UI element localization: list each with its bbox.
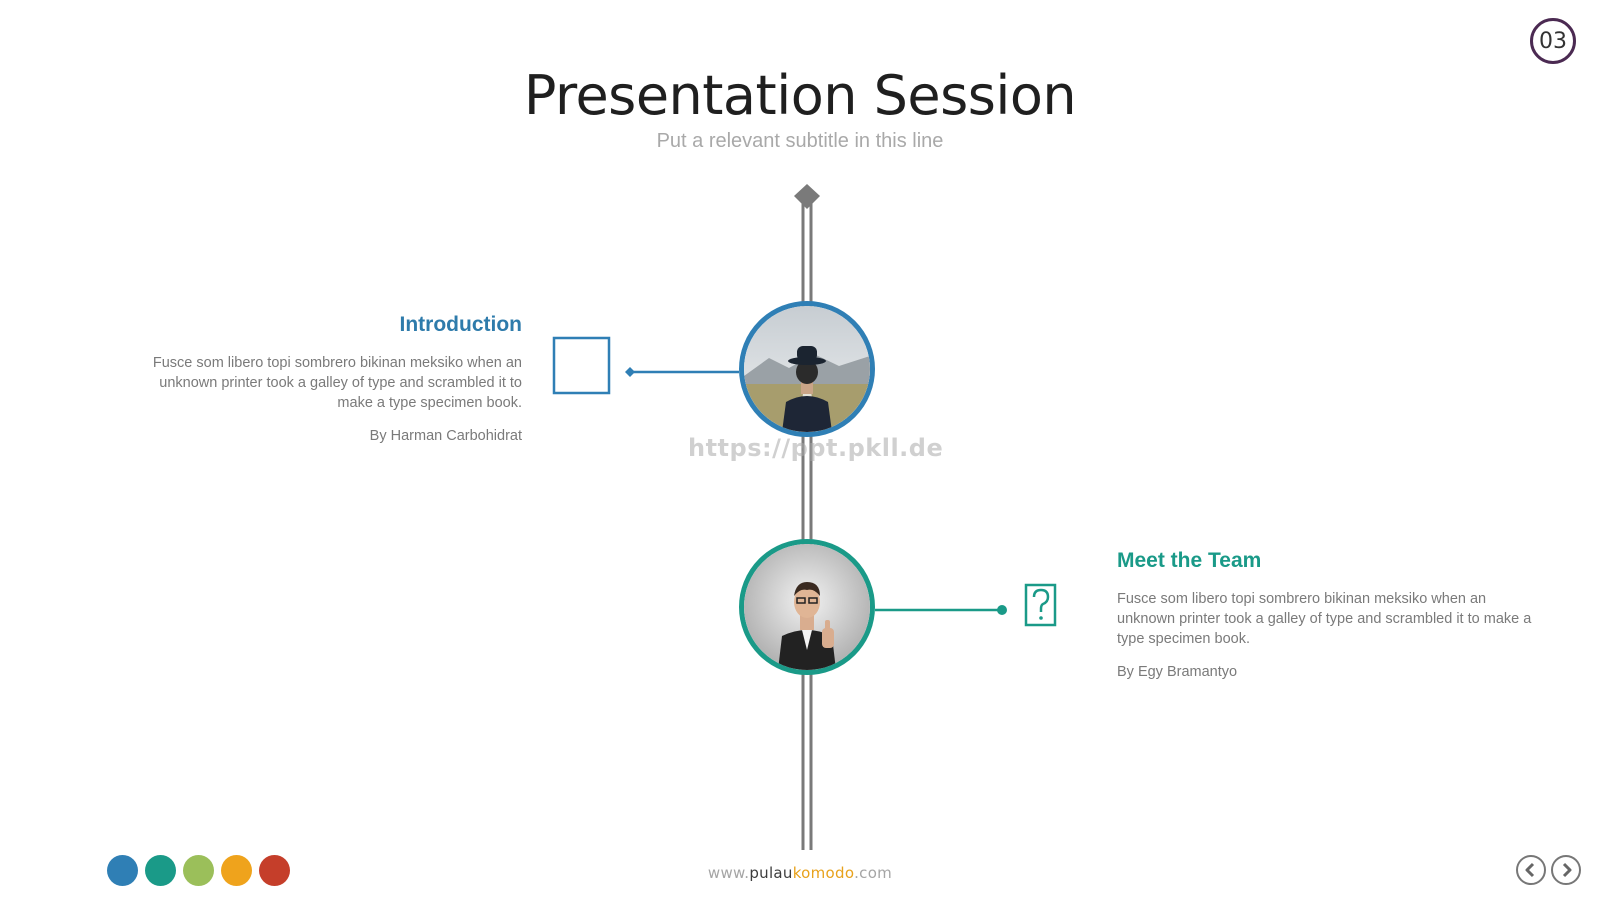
footer-url: www.pulaukomodo.com: [0, 864, 1600, 882]
intro-connector: [625, 367, 739, 377]
timeline-arrow-icon: [794, 184, 820, 209]
color-dot-blue: [107, 855, 138, 886]
next-slide-button[interactable]: [1551, 855, 1581, 885]
footer-url-prefix: www.: [707, 864, 750, 882]
chevron-right-icon: [1562, 862, 1572, 878]
footer-url-brand-a: pulau: [749, 864, 793, 882]
square-outline-icon: [552, 336, 611, 395]
intro-title: Introduction: [399, 313, 522, 336]
watermark-text: https://ppt.pkll.de: [688, 434, 944, 462]
color-dot-orange: [221, 855, 252, 886]
timeline-axis: [801, 202, 813, 850]
prev-slide-button[interactable]: [1516, 855, 1546, 885]
team-connector: [875, 605, 1007, 615]
team-title: Meet the Team: [1117, 549, 1262, 572]
intro-body: Fusce som libero topi sombrero bikinan m…: [152, 355, 522, 411]
color-dot-green: [183, 855, 214, 886]
footer-url-suffix: .com: [854, 864, 893, 882]
page-number: 03: [1530, 18, 1576, 64]
intro-author: By Harman Carbohidrat: [369, 428, 522, 444]
chevron-left-icon: [1525, 862, 1535, 878]
question-box-icon: [1024, 583, 1057, 627]
man-in-hat-image: [744, 306, 870, 432]
team-author: By Egy Bramantyo: [1117, 664, 1238, 680]
intro-photo: [739, 301, 875, 437]
slide-title: Presentation Session: [523, 64, 1077, 127]
footer-url-brand-b: komodo: [792, 864, 855, 882]
slide-subtitle: Put a relevant subtitle in this line: [656, 130, 944, 152]
businessman-thumbs-up-image: [744, 544, 870, 670]
team-photo: [739, 539, 875, 675]
color-dot-teal: [145, 855, 176, 886]
color-dots: [107, 855, 290, 886]
color-dot-red: [259, 855, 290, 886]
team-body: Fusce som libero topi sombrero bikinan m…: [1117, 591, 1532, 647]
